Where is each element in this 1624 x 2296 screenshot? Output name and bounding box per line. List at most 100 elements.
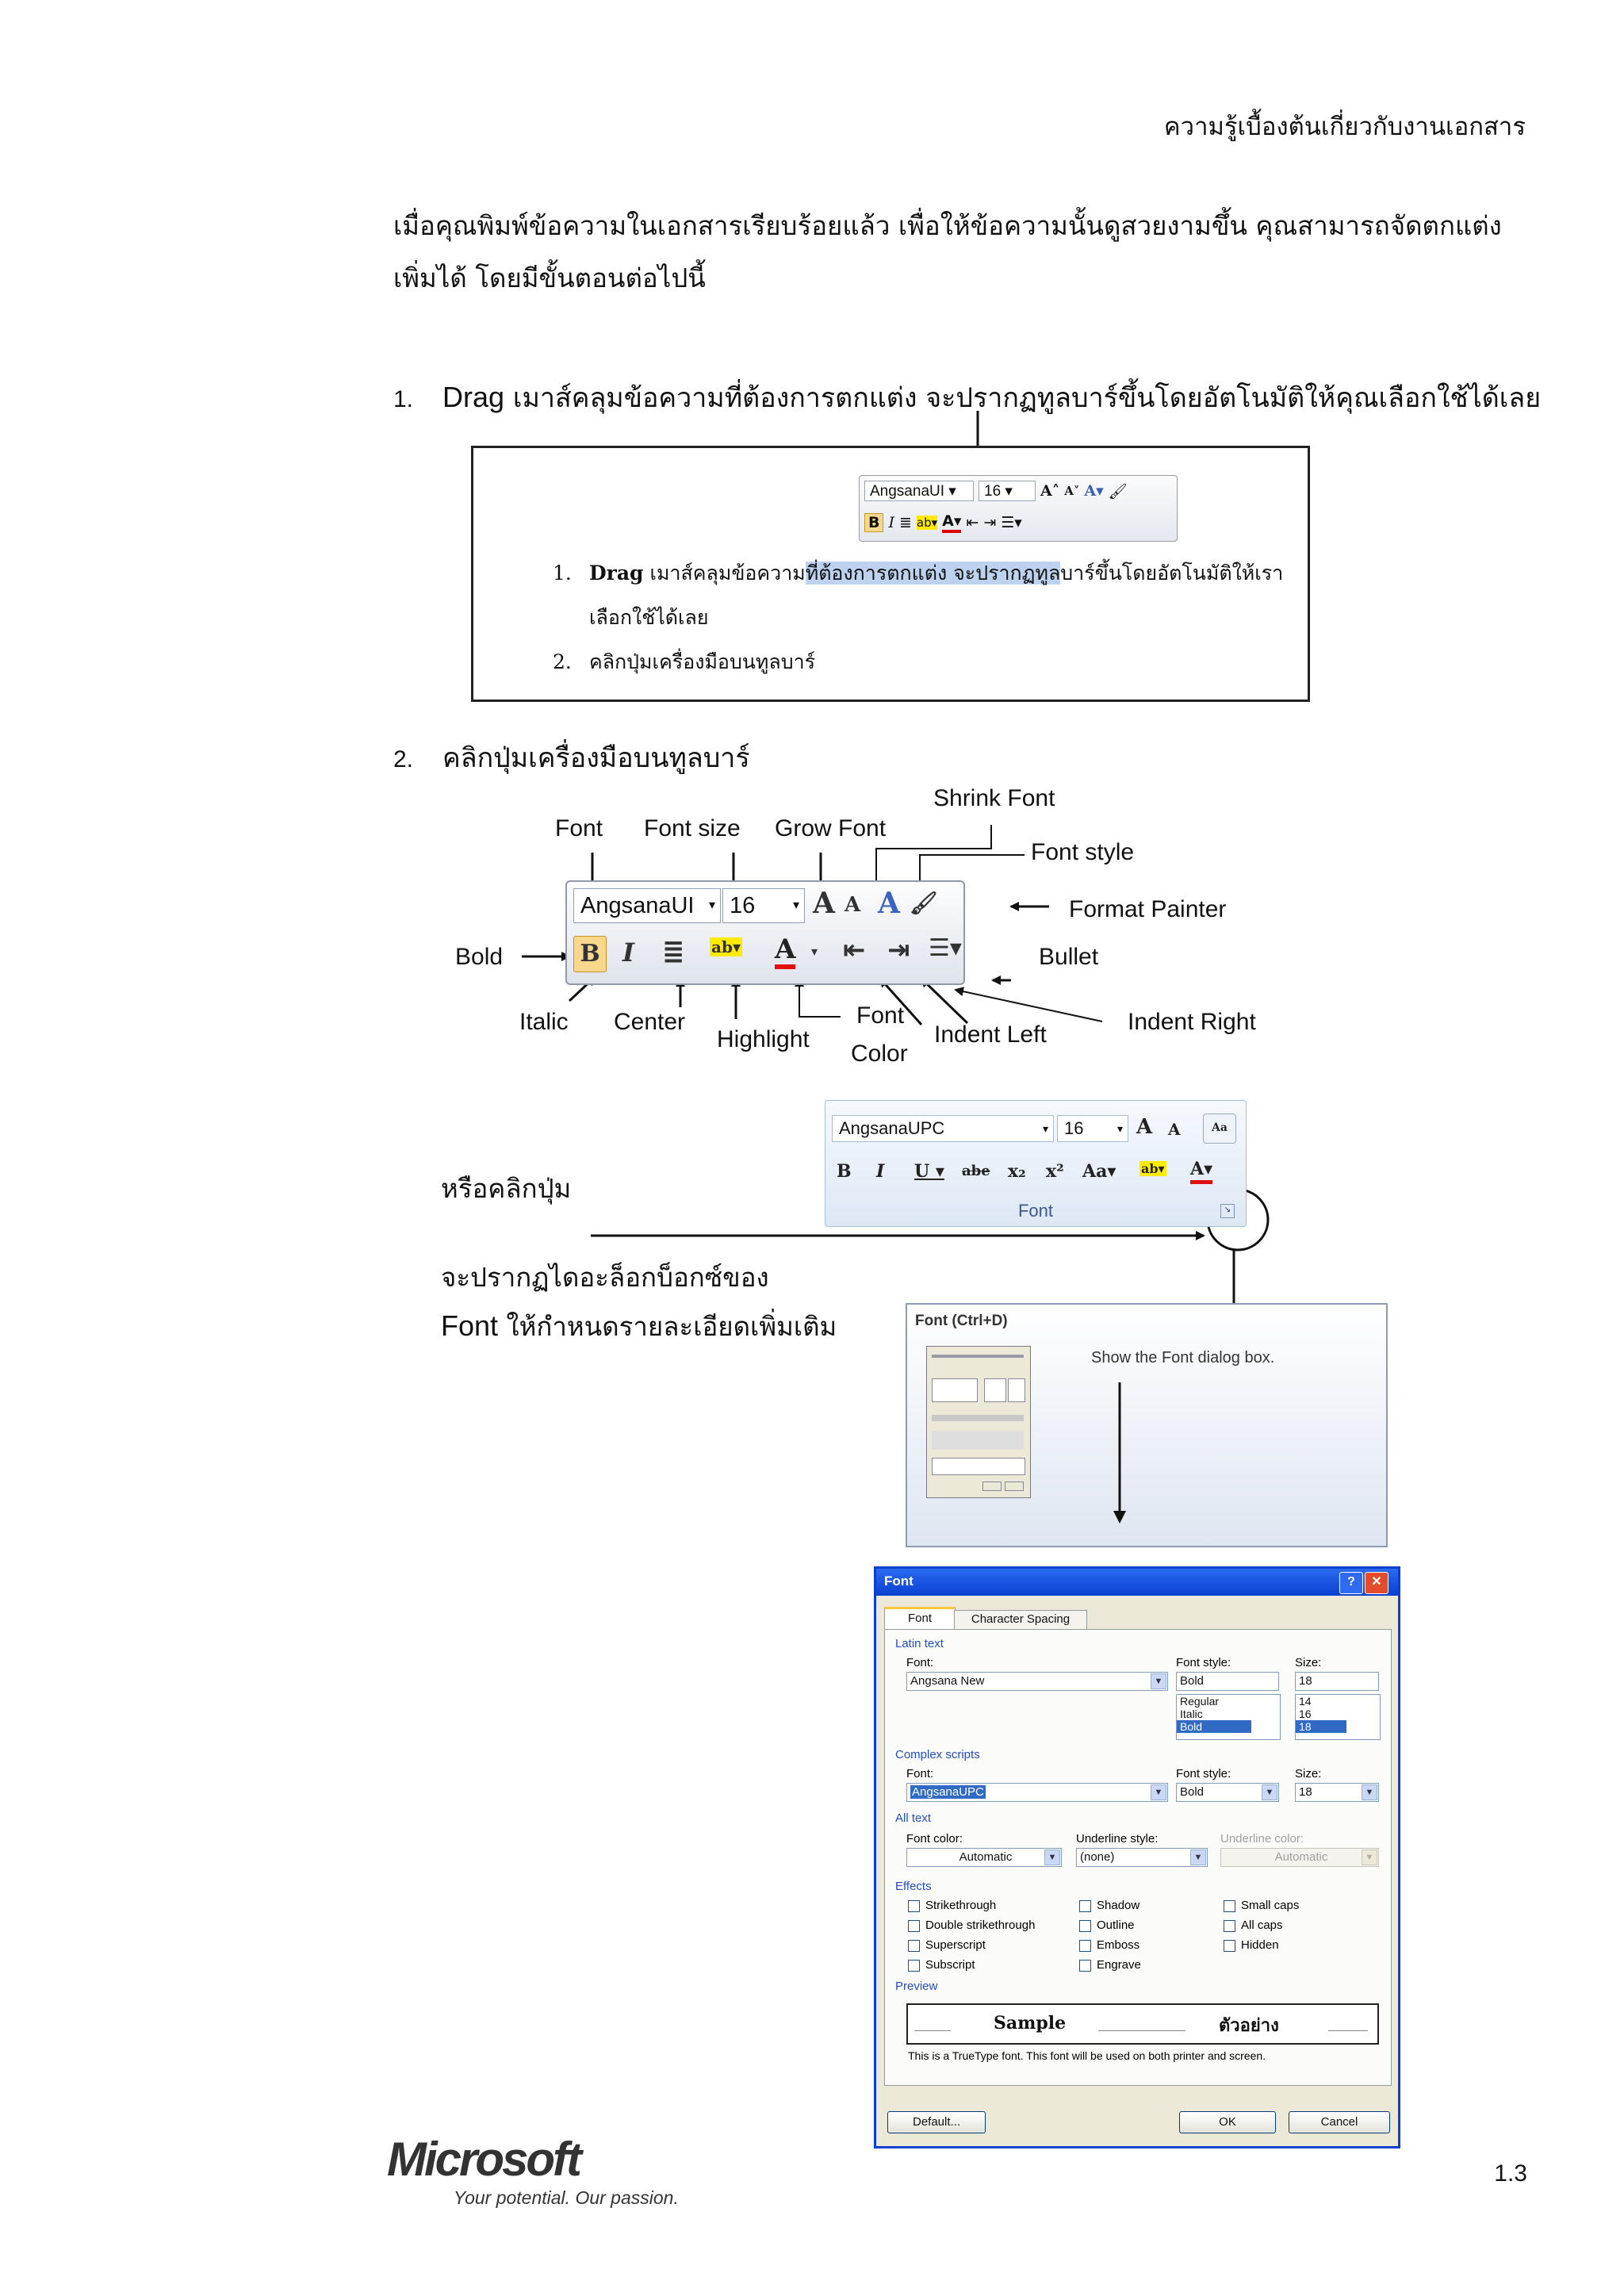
font-size-box[interactable]: 16▾ (722, 888, 805, 923)
checkbox-label: Strikethrough (925, 1899, 997, 1912)
italic-icon[interactable]: I (888, 514, 894, 531)
ok-button[interactable]: OK (1179, 2111, 1276, 2133)
superscript-icon[interactable]: x² (1046, 1161, 1064, 1182)
bullet-icon[interactable]: ☰▾ (929, 934, 962, 962)
grow-font-icon[interactable]: A (813, 887, 835, 920)
label-font-style: Font style (1031, 839, 1135, 865)
strikethrough-checkbox[interactable] (908, 1900, 920, 1912)
change-case-icon[interactable]: Aa▾ (1082, 1161, 1116, 1182)
emboss-checkbox[interactable] (1079, 1940, 1091, 1952)
font-color-icon[interactable]: A▾ (942, 512, 962, 533)
grow-font-icon[interactable]: A (1136, 1115, 1153, 1139)
list-item[interactable]: Italic (1180, 1708, 1203, 1720)
label-font-color-line1: Font (856, 1002, 905, 1029)
dialog-titlebar: Font ? ✕ (876, 1569, 1398, 1596)
list-item[interactable]: Bold (1177, 1720, 1251, 1733)
label-highlight: Highlight (717, 1026, 810, 1052)
tab-character-spacing[interactable]: Character Spacing (954, 1610, 1087, 1631)
font-color-select[interactable]: Automatic▼ (906, 1848, 1062, 1867)
complex-font-select[interactable]: AngsanaUPC▼ (906, 1783, 1168, 1802)
shadow-checkbox[interactable] (1079, 1900, 1091, 1912)
bullet-icon[interactable]: ☰▾ (1001, 514, 1022, 531)
complex-size-select[interactable]: 18▼ (1295, 1783, 1379, 1802)
checkbox-label: Small caps (1241, 1899, 1300, 1912)
italic-icon[interactable]: I (876, 1161, 885, 1182)
bold-icon[interactable]: B (864, 513, 884, 532)
indent-left-icon[interactable]: ⇤ (966, 514, 979, 531)
double-strikethrough-checkbox[interactable] (908, 1920, 920, 1932)
indent-left-icon[interactable]: ⇤ (843, 934, 866, 966)
chevron-down-icon: ▼ (1362, 1849, 1377, 1865)
latin-size-list[interactable]: 14 16 18 (1295, 1694, 1381, 1740)
chevron-down-icon: ▾ (708, 899, 715, 912)
grow-font-icon[interactable]: A˄ (1040, 482, 1060, 500)
section-complex-scripts: Complex scripts (895, 1748, 980, 1761)
subscript-icon[interactable]: x₂ (1008, 1161, 1026, 1182)
outline-checkbox[interactable] (1079, 1920, 1091, 1932)
font-style-icon[interactable]: A▾ (1084, 482, 1104, 500)
latin-style-input[interactable]: Bold (1176, 1672, 1279, 1691)
font-name-box[interactable]: AngsanaUI▾ (573, 888, 721, 923)
checkbox-label: Shadow (1097, 1899, 1140, 1912)
highlight-icon[interactable]: ab▾ (710, 937, 742, 956)
font-style-icon[interactable]: A (878, 887, 900, 920)
hidden-checkbox[interactable] (1224, 1940, 1235, 1952)
highlight-icon[interactable]: ab▾ (1139, 1161, 1166, 1176)
bold-icon[interactable]: B (573, 936, 607, 972)
bold-icon[interactable]: B (837, 1161, 852, 1182)
small-caps-checkbox[interactable] (1224, 1900, 1235, 1912)
latin-font-label: Font: (906, 1656, 934, 1669)
chevron-down-icon[interactable]: ▾ (811, 944, 818, 959)
list-item[interactable]: 14 (1299, 1695, 1312, 1708)
section-preview: Preview (895, 1980, 938, 1993)
shrink-font-icon[interactable]: A (1168, 1120, 1181, 1139)
indent-right-icon[interactable]: ⇥ (887, 934, 910, 966)
engrave-checkbox[interactable] (1079, 1960, 1091, 1972)
format-painter-icon[interactable]: 🖌 (1108, 482, 1128, 500)
chevron-down-icon: ▼ (1362, 1784, 1377, 1800)
format-painter-icon[interactable]: 🖌 (910, 890, 938, 916)
preview-box: Sample ตัวอย่าง (906, 2003, 1379, 2045)
step-1-number: 1. (393, 386, 414, 412)
center-icon[interactable]: ≣ (662, 936, 685, 968)
subscript-checkbox[interactable] (908, 1960, 920, 1972)
list-item[interactable]: Regular (1180, 1695, 1220, 1708)
font-tooltip: Font (Ctrl+D) Show the Font dialog box. (906, 1303, 1388, 1547)
strikethrough-icon[interactable]: abe (962, 1163, 990, 1179)
all-caps-checkbox[interactable] (1224, 1920, 1235, 1932)
figure-list-item: 1.Drag เมาส์คลุมข้อความที่ต้องการตกแต่ง … (553, 562, 1284, 585)
mini-size-box[interactable]: 16 ▾ (979, 481, 1036, 501)
latin-font-select[interactable]: Angsana New▼ (906, 1672, 1168, 1691)
tab-font[interactable]: Font (884, 1607, 956, 1631)
underline-icon[interactable]: U ▾ (914, 1161, 944, 1182)
mini-font-box[interactable]: AngsanaUI ▾ (864, 481, 974, 501)
label-italic: Italic (519, 1009, 569, 1035)
cancel-button[interactable]: Cancel (1289, 2111, 1390, 2133)
highlight-icon[interactable]: ab▾ (916, 516, 938, 530)
latin-style-label: Font style: (1176, 1656, 1231, 1669)
center-icon[interactable]: ≣ (899, 514, 912, 531)
figure-list-item: 2.คลิกปุ่มเครื่องมือบนทูลบาร์ (553, 650, 816, 673)
shrink-font-icon[interactable]: A (845, 893, 861, 917)
ribbon-font-box[interactable]: AngsanaUPC▾ (832, 1115, 1054, 1142)
shrink-font-icon[interactable]: A˅ (1064, 484, 1080, 498)
help-icon[interactable]: ? (1339, 1572, 1363, 1594)
label-format-painter: Format Painter (1069, 896, 1227, 922)
clear-formatting-icon[interactable]: Aa (1203, 1114, 1236, 1144)
font-color-icon[interactable]: A▾ (1190, 1158, 1213, 1184)
indent-right-icon[interactable]: ⇥ (983, 514, 997, 531)
complex-style-select[interactable]: Bold▼ (1176, 1783, 1279, 1802)
default-button[interactable]: Default... (887, 2111, 986, 2133)
underline-style-select[interactable]: (none)▼ (1076, 1848, 1208, 1867)
latin-size-input[interactable]: 18 (1295, 1672, 1379, 1691)
font-color-icon[interactable]: A (775, 934, 796, 969)
superscript-checkbox[interactable] (908, 1940, 920, 1952)
list-item[interactable]: 16 (1299, 1708, 1312, 1720)
ribbon-size-box[interactable]: 16▾ (1057, 1115, 1128, 1142)
italic-icon[interactable]: I (622, 937, 634, 968)
list-item[interactable]: 18 (1296, 1720, 1346, 1733)
latin-style-list[interactable]: Regular Italic Bold (1176, 1694, 1281, 1740)
close-icon[interactable]: ✕ (1365, 1572, 1388, 1594)
dialog-launcher-icon[interactable]: ↘ (1220, 1204, 1235, 1218)
dialog-title: Font (884, 1573, 914, 1589)
